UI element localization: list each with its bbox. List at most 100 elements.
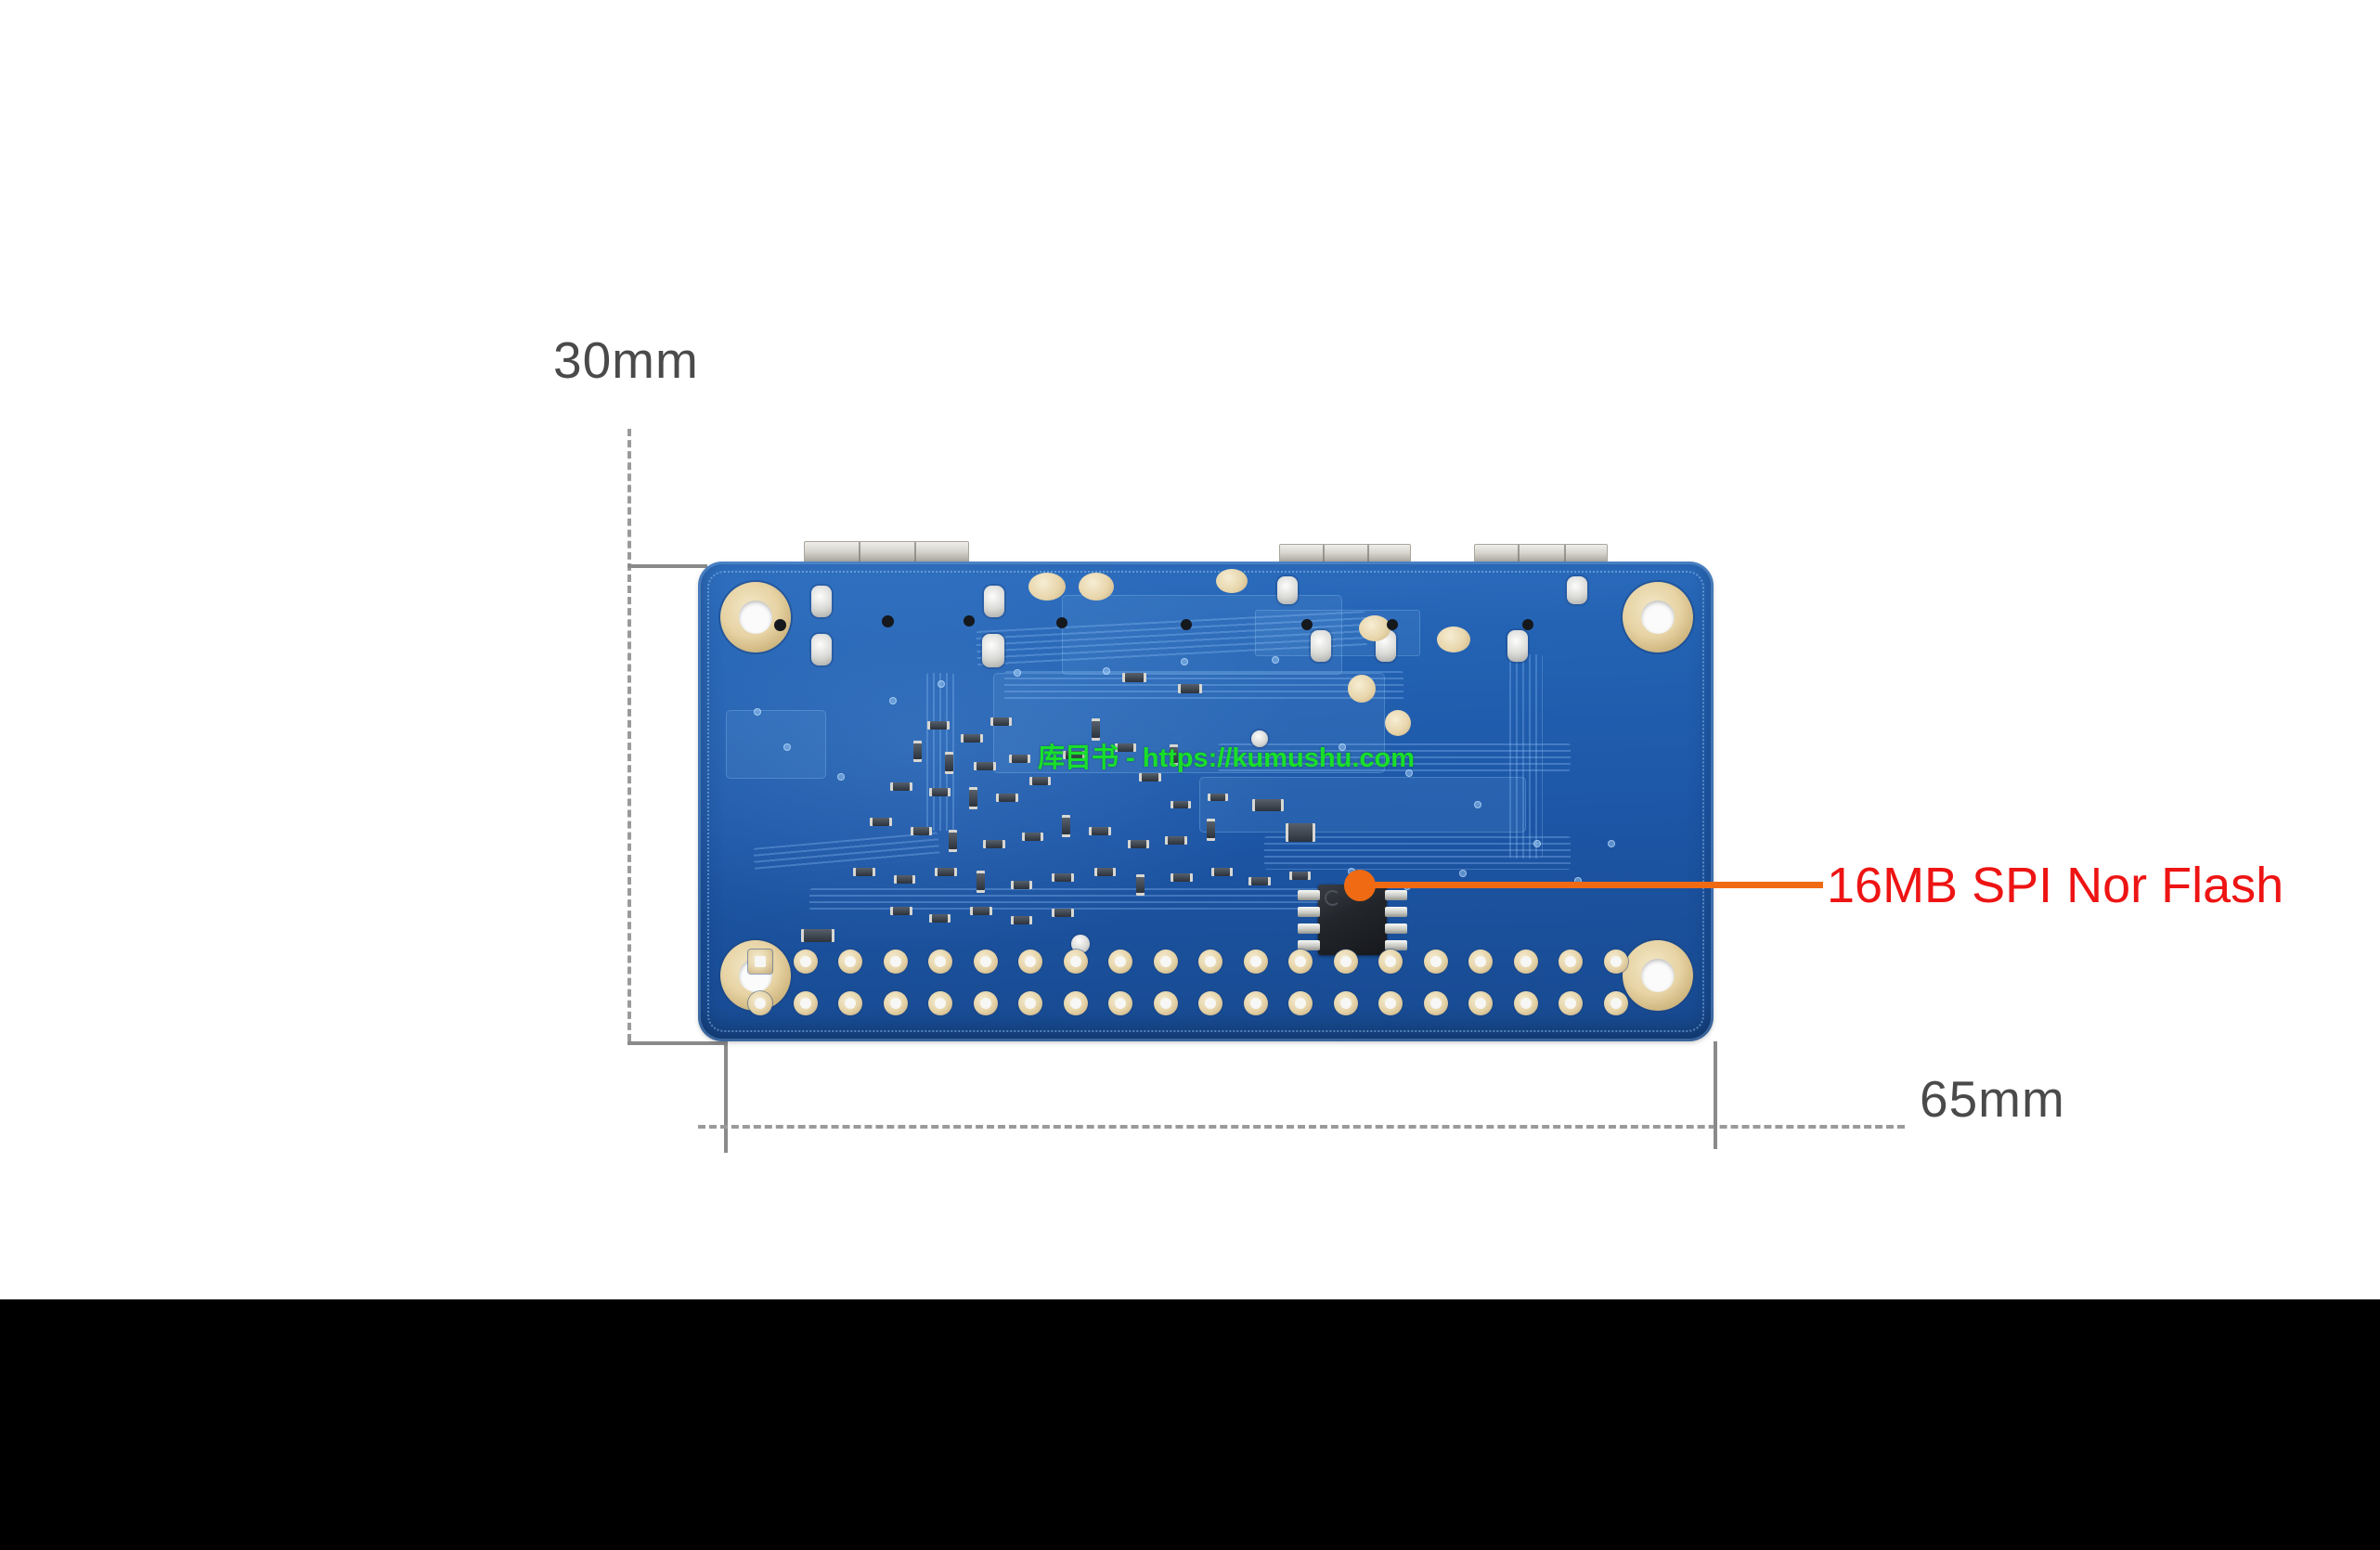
gpio-pad [928,949,952,974]
smd-component [973,907,990,915]
via [1459,870,1467,877]
through-hole-pad [982,634,1004,667]
smd-component [1292,872,1308,880]
gpio-pad [883,949,908,974]
gpio-pad [1288,991,1313,1015]
smd-component [1054,909,1071,917]
via [1339,743,1346,751]
connector-seam [859,542,860,564]
mounting-hole-top-right [1623,582,1693,652]
via [783,743,791,751]
gpio-pad [1468,991,1493,1015]
gpio-pad [1603,991,1628,1015]
test-point [1301,619,1313,630]
round-component [1385,710,1411,736]
trace-bundle [809,888,1329,911]
watermark-text: 库目书 - https://kumushu.com [1038,743,1416,773]
smd-component [1170,747,1178,763]
gpio-pad [1108,991,1132,1015]
board-silkscreen-border [707,571,1704,1032]
gold-pad [1079,573,1114,601]
smd-component [999,794,1015,802]
trace-bundle [1218,743,1571,771]
gpio-pad [1378,991,1403,1015]
smd-component [993,717,1009,726]
smd-component [913,743,922,759]
smd-component [1012,755,1028,763]
through-hole-pad [1507,630,1528,662]
round-component [1251,730,1268,747]
gpio-pad [1108,949,1132,974]
callout-leader-line [1359,882,1823,888]
smd-component [893,907,910,915]
smd-component [1025,833,1041,841]
gpio-pad [1513,991,1538,1015]
pcb-board [698,562,1714,1041]
width-dimension-right-tick [1714,1041,1717,1149]
gpio-pad [1378,949,1403,974]
smd-component [1142,773,1158,781]
gpio-pad [1288,949,1313,974]
gold-pad [1216,569,1248,593]
callout-label: 16MB SPI Nor Flash [1827,858,2284,913]
chip-lead [1385,924,1407,934]
smd-component [949,833,957,849]
gpio-pad [1198,991,1222,1015]
chip-lead [1298,890,1320,900]
gpio-pad [1243,991,1268,1015]
gpio-pad [1243,949,1268,974]
chip-lead [1385,940,1407,950]
via [1474,801,1481,808]
mounting-hole-top-left [720,582,791,652]
connector-seam [1564,545,1566,564]
smd-component [1118,743,1133,752]
gpio-pad [838,949,862,974]
via [1533,840,1541,847]
smd-component [986,840,1002,848]
smd-component [969,790,977,807]
via [1405,769,1413,777]
gpio-pad [1559,949,1583,974]
connector-seam [914,542,916,564]
chip-lead [1298,907,1320,917]
smd-component [804,929,832,942]
gpio-pad [883,991,908,1015]
height-dimension-top-tick [627,564,707,568]
round-component [1071,935,1090,953]
test-point [1522,619,1533,630]
gold-pad [1437,626,1470,652]
smd-component [893,782,910,791]
via [938,680,945,688]
connector-seam [1367,545,1369,564]
smd-component [964,734,980,743]
hdmi-connector [804,541,969,565]
chip-lead [1385,907,1407,917]
smd-component [1092,721,1100,738]
gpio-pad [748,949,772,974]
through-hole-pad [984,586,1004,617]
gpio-pad [838,991,862,1015]
gpio-pad [1153,991,1178,1015]
smd-component [945,755,953,771]
smd-component [977,873,985,890]
through-hole-pad [811,586,832,617]
test-point [964,615,975,626]
via [1014,669,1021,677]
gpio-pad [793,991,818,1015]
trace-bundle [1004,671,1403,703]
smd-component [932,788,948,796]
gpio-pad [1513,949,1538,974]
smd-component [1125,673,1144,682]
gold-pad [1359,615,1390,641]
trace-bundle [1264,836,1571,870]
test-point [1181,619,1192,630]
smd-component [1288,823,1313,842]
smd-component [913,827,929,835]
mounting-hole-bottom-right [1623,940,1693,1011]
gpio-pad [1198,949,1222,974]
spi-nor-flash-chip [1298,885,1407,955]
smd-component [1092,827,1108,835]
gpio-pad [793,949,818,974]
gpio-pad [1063,991,1088,1015]
